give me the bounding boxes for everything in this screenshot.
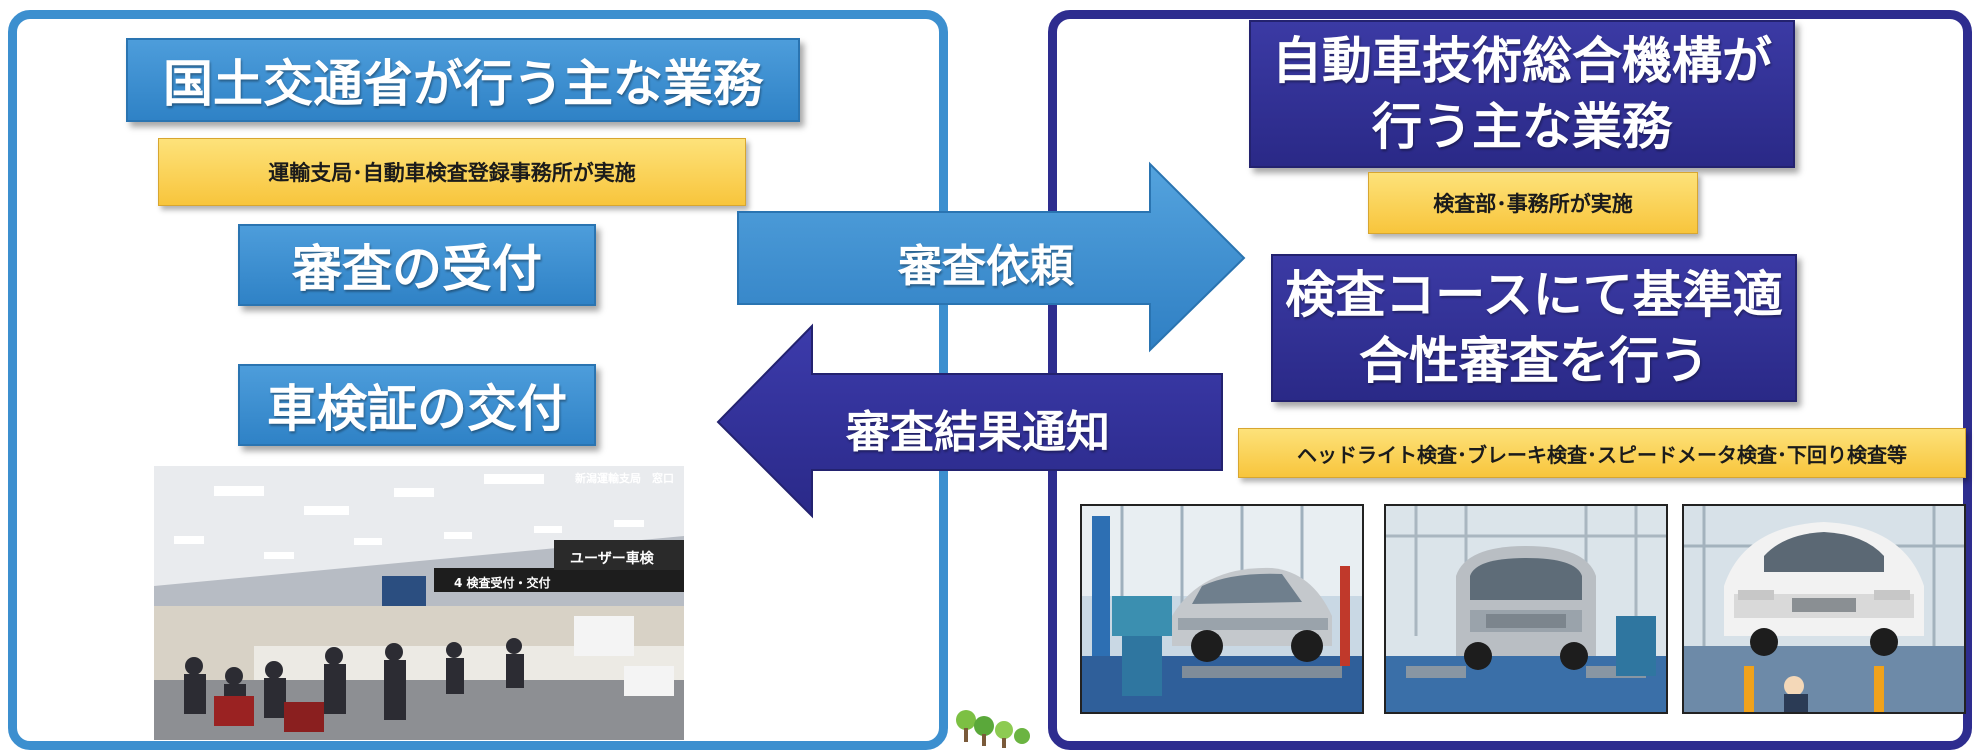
user-inspection-sign: ユーザー車検: [570, 551, 654, 567]
counter-sign: 4 検査受付・交付: [454, 576, 551, 590]
mlit-title: 国土交通省が行う主な業務: [126, 38, 800, 122]
office-photo-caption: 新潟運輸支局 窓口: [575, 472, 674, 485]
reception-task: 審査の受付: [238, 224, 596, 306]
inspection-items-list: ヘッドライト検査･ブレーキ検査･スピードメータ検査･下回り検査等: [1238, 428, 1966, 478]
mlit-implementer-note: 運輸支局･自動車検査登録事務所が実施: [158, 138, 746, 206]
request-arrow: [737, 161, 1246, 353]
result-arrow: [716, 323, 1223, 519]
naltec-implementer-note: 検査部･事務所が実施: [1368, 172, 1698, 234]
inspection-photo-2: [1384, 504, 1668, 714]
request-label: 審査依頼: [898, 241, 1074, 292]
inspection-photo-1: [1080, 504, 1364, 714]
inspection-course-task: 検査コースにて基準適合性審査を行う: [1271, 254, 1797, 402]
certificate-issuance-task: 車検証の交付: [238, 364, 596, 446]
naltec-title: 自動車技術総合機構が行う主な業務: [1249, 20, 1795, 168]
office-counter-photo: 新潟運輸支局 窓口 4 検査受付・交付 ユーザー車検: [154, 466, 684, 740]
result-label: 審査結果通知: [846, 407, 1110, 458]
inspection-photo-3: [1682, 504, 1966, 714]
tree-icon: [956, 710, 1030, 748]
